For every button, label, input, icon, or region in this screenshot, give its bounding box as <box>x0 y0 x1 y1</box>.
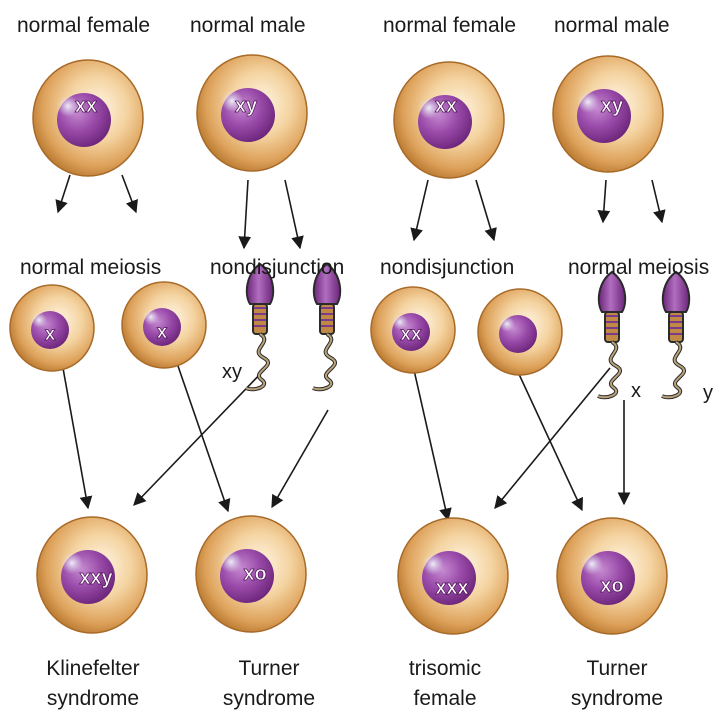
arrows-gamete-to-offspring <box>63 366 624 520</box>
caption-turner-right: Turner syndrome <box>542 654 692 714</box>
egg-chromosome-label: xx <box>400 324 422 345</box>
caption-line2: syndrome <box>542 684 692 714</box>
egg-cell-left-1: x <box>10 285 94 371</box>
offspring-cell-turner-right: xo <box>557 518 667 634</box>
parent-chromosome-label: xx <box>75 95 97 117</box>
label-nondisjunction-right: nondisjunction <box>380 256 514 280</box>
caption-line2: syndrome <box>18 684 168 714</box>
caption-line1: Turner <box>542 654 692 684</box>
sperm-xy <box>246 264 273 389</box>
caption-line1: Turner <box>194 654 344 684</box>
parent-cell-female-left: xx <box>33 60 143 176</box>
caption-line2: female <box>370 684 520 714</box>
egg-cell-left-2: x <box>122 282 206 368</box>
label-nondisjunction-left: nondisjunction <box>210 256 344 280</box>
sperm-y-label: y <box>703 382 713 404</box>
parent-chromosome-label: xy <box>235 95 258 117</box>
caption-klinefelter: Klinefelter syndrome <box>18 654 168 714</box>
egg-chromosome-label: x <box>45 324 56 345</box>
parent-chromosome-label: xy <box>601 95 624 117</box>
label-normal-female-left: normal female <box>17 14 150 38</box>
offspring-cell-trisomic: xxx <box>398 518 508 634</box>
offspring-cell-turner-left: xo <box>196 516 306 632</box>
sperm-x-label: x <box>631 380 641 402</box>
parent-cell-female-right: xx <box>394 62 504 178</box>
arrows-parent-to-gamete <box>58 175 662 248</box>
offspring-chromosome-label: xo <box>243 563 266 585</box>
parent-cell-male-right: xy <box>553 56 663 172</box>
caption-trisomic: trisomic female <box>370 654 520 714</box>
parent-cell-male-left: xy <box>197 55 307 171</box>
label-normal-male-right: normal male <box>554 14 670 38</box>
egg-chromosome-label: x <box>157 322 168 343</box>
caption-turner-left: Turner syndrome <box>194 654 344 714</box>
offspring-chromosome-label: xo <box>600 575 623 597</box>
offspring-cell-klinefelter: xxy <box>37 517 147 633</box>
caption-line1: Klinefelter <box>18 654 168 684</box>
offspring-chromosome-label: xxy <box>79 567 113 589</box>
sperm-empty <box>313 264 340 389</box>
caption-line2: syndrome <box>194 684 344 714</box>
parent-chromosome-label: xx <box>435 95 457 117</box>
egg-cell-right-2-empty <box>478 289 562 375</box>
label-normal-meiosis-left: normal meiosis <box>20 256 161 280</box>
offspring-chromosome-label: xxx <box>435 577 468 599</box>
label-normal-male-left: normal male <box>190 14 306 38</box>
sperm-y <box>662 272 689 397</box>
sperm-xy-label: xy <box>222 361 242 383</box>
egg-cell-right-1: xx <box>371 287 455 373</box>
caption-line1: trisomic <box>370 654 520 684</box>
label-normal-female-right: normal female <box>383 14 516 38</box>
label-normal-meiosis-right: normal meiosis <box>568 256 709 280</box>
